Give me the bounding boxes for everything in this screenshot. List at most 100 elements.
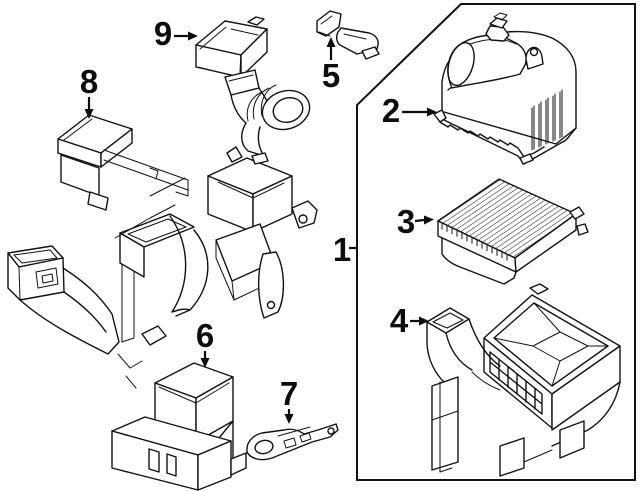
- bracket7-ridge: [277, 426, 311, 437]
- filter-pleat-ticks: [441, 223, 508, 261]
- callout-8[interactable]: 8: [80, 63, 98, 119]
- part-9-air-mass-sensor-hose[interactable]: [195, 16, 315, 165]
- box8-rail: [103, 149, 189, 197]
- housing-foot-left: [499, 437, 525, 477]
- assembly-small-bracket: [141, 325, 167, 346]
- callout-3[interactable]: 3: [397, 203, 434, 240]
- callout-3-label[interactable]: 3: [397, 203, 415, 240]
- callout-6-arrowhead: [200, 358, 210, 368]
- part-8-cover-box[interactable]: [57, 114, 189, 211]
- bracket7-slot-a: [283, 437, 297, 449]
- assembly-scoop-inner: [127, 218, 187, 243]
- housing-left-leg: [431, 376, 459, 471]
- callout-3-leader: [414, 218, 425, 223]
- callout-4[interactable]: 4: [390, 302, 429, 339]
- box8-lid-line: [63, 118, 97, 168]
- assembly-box-line: [217, 181, 285, 199]
- filter-tab-upper: [569, 206, 585, 220]
- box8-foot: [87, 191, 109, 211]
- hose-opening-outer: [261, 89, 311, 131]
- callout-2-label[interactable]: 2: [382, 92, 400, 129]
- snout-mouth: [447, 41, 475, 87]
- ear-hole: [529, 47, 539, 57]
- assembly-bracket-hole: [266, 300, 276, 310]
- hose-opening-inner: [272, 96, 304, 124]
- callout-5-arrowhead: [326, 37, 336, 47]
- housing-funnel: [493, 302, 609, 387]
- assembly-scoop-front: [119, 232, 145, 278]
- callout-7[interactable]: 7: [280, 375, 298, 424]
- callout-9-arrowhead: [188, 31, 198, 41]
- hose-corrugation: [246, 84, 277, 122]
- bracket5-body-lines: [318, 15, 333, 37]
- callout-5-label[interactable]: 5: [322, 57, 340, 94]
- callout-2-arrowhead: [427, 107, 437, 117]
- assembly-mount-ear: [291, 200, 318, 229]
- hose-flap: [241, 122, 265, 157]
- housing-baffle-grid: [489, 351, 543, 415]
- part-2-air-cleaner-upper-cover[interactable]: [433, 12, 577, 165]
- callout-4-label[interactable]: 4: [390, 302, 409, 339]
- duct-tube: [426, 318, 501, 385]
- sensor-side: [240, 28, 268, 78]
- housing-rim-clip: [529, 283, 549, 295]
- housing-left-leg-lines: [431, 381, 459, 473]
- bracket7-hole: [327, 427, 335, 435]
- cover-flange-serration: [439, 121, 545, 158]
- bracket5-body: [316, 10, 342, 37]
- duct-opening-inner: [432, 312, 464, 329]
- assembly-base-drawing[interactable]: [114, 157, 318, 389]
- callout-3-arrowhead: [424, 215, 434, 225]
- callout-8-arrowhead: [84, 109, 94, 119]
- box8-lid-right: [100, 128, 133, 168]
- intake-duct-drawing[interactable]: [7, 245, 120, 355]
- part-4-air-cleaner-lower-housing[interactable]: [426, 283, 621, 477]
- part-7-mounting-bracket[interactable]: [246, 423, 339, 461]
- hose-tab: [251, 152, 269, 165]
- callout-9-label[interactable]: 9: [154, 15, 172, 52]
- snout-fitting: [485, 25, 510, 42]
- bracket5-strap-line: [343, 33, 367, 40]
- callout-1[interactable]: 1: [333, 231, 357, 268]
- duct-mouth-inner: [13, 249, 58, 264]
- resonator-foot: [230, 452, 247, 476]
- callout-7-arrowhead: [284, 414, 294, 424]
- housing-foot-link: [471, 371, 553, 463]
- bracket7-oval-hole: [254, 439, 274, 455]
- resonator-lower-right: [197, 440, 232, 491]
- assembly-legs: [117, 247, 143, 389]
- hose-clip: [226, 146, 243, 163]
- callout-1-label[interactable]: 1: [333, 231, 351, 268]
- sensor-top-tab: [247, 16, 265, 26]
- assembly-sweep: [169, 215, 209, 317]
- assembly-link-lines: [114, 177, 186, 239]
- snout-fitting-top: [493, 12, 508, 21]
- housing-foot-right: [559, 420, 585, 459]
- callout-4-arrowhead: [419, 316, 429, 326]
- snout-fitting-cap: [489, 17, 508, 29]
- cover-flange-edge: [443, 111, 577, 145]
- resonator-slot-b: [166, 453, 177, 477]
- callout-6[interactable]: 6: [196, 317, 214, 368]
- callout-8-label[interactable]: 8: [80, 63, 98, 100]
- callout-5[interactable]: 5: [322, 37, 340, 94]
- assembly-bracket-leg: [257, 251, 285, 319]
- callout-9[interactable]: 9: [154, 15, 198, 52]
- hose-neck-line: [228, 74, 254, 82]
- group-border-box: [356, 3, 636, 481]
- resonator-slot-a: [148, 448, 160, 473]
- housing-right-sweep: [551, 381, 621, 447]
- callout-2[interactable]: 2: [382, 92, 437, 129]
- part-3-air-filter-element[interactable]: [436, 178, 589, 285]
- assembly-ear-hole: [298, 214, 308, 224]
- duct-arm: [19, 267, 120, 355]
- duct-mouth-lines: [18, 266, 59, 301]
- part-5-sensor-bracket[interactable]: [316, 10, 380, 60]
- callout-7-label[interactable]: 7: [280, 375, 298, 412]
- part-6-resonator[interactable]: [111, 362, 247, 491]
- callout-6-label[interactable]: 6: [196, 317, 214, 354]
- cover-ribs: [531, 89, 563, 151]
- cover-bottom-tab: [519, 153, 534, 165]
- cover-flange-tip: [433, 109, 447, 123]
